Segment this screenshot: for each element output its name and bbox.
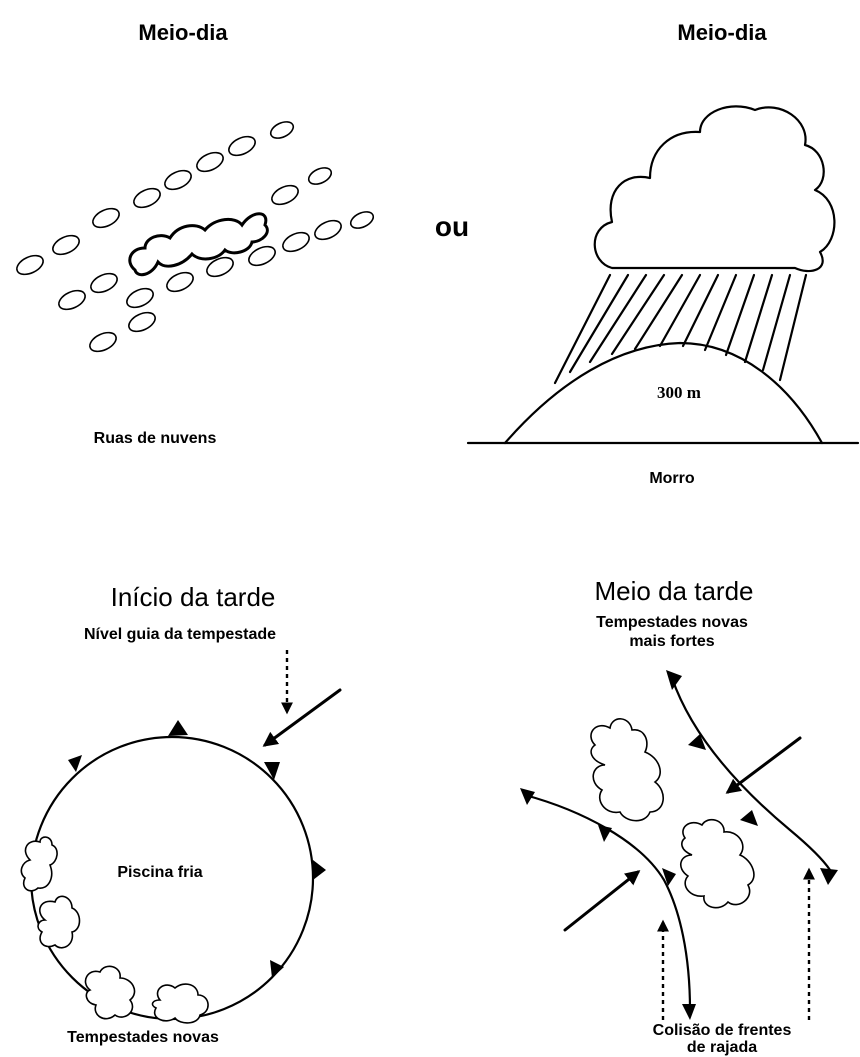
cloud-puff bbox=[314, 219, 342, 241]
cloud-puff bbox=[196, 151, 224, 173]
caption-cloud-streets: Ruas de nuvens bbox=[94, 430, 217, 447]
cloud-puff bbox=[269, 121, 295, 139]
panel-hill-storm: Meio-dia 300 m Morro bbox=[466, 20, 860, 487]
gust-front-left-barbs bbox=[520, 788, 696, 1020]
cloud-puff bbox=[307, 167, 333, 185]
or-connector: ou bbox=[435, 211, 469, 242]
cloud-puff bbox=[126, 287, 154, 309]
panel-cloud-streets: Meio-dia bbox=[16, 20, 375, 447]
gust-front-barbs bbox=[68, 720, 326, 978]
cold-pool-label: Piscina fria bbox=[117, 864, 202, 881]
gust-front-right bbox=[670, 676, 832, 872]
cloud-puff bbox=[92, 207, 120, 229]
cloud-puff bbox=[128, 311, 156, 333]
cloud-puff bbox=[282, 231, 310, 253]
hill bbox=[503, 341, 824, 445]
caption-hill: Morro bbox=[649, 470, 695, 487]
collision-label-line1: Colisão de frentes bbox=[653, 1022, 792, 1039]
cloud-puff bbox=[349, 211, 375, 229]
storm-cloud-right bbox=[680, 818, 755, 909]
storm-steering-level-label: Nível guia da tempestade bbox=[84, 626, 276, 643]
cloud-puff bbox=[89, 331, 117, 353]
cloud-puff bbox=[271, 184, 299, 206]
collision-label-line2: de rajada bbox=[687, 1039, 757, 1056]
storm-cloud-small bbox=[151, 983, 209, 1024]
storm-cloud-small bbox=[84, 965, 136, 1020]
panel-title-noon-left: Meio-dia bbox=[138, 20, 228, 45]
panel-cold-pool: Início da tarde Nível guia da tempestade… bbox=[20, 582, 342, 1046]
cloud-puff bbox=[166, 271, 194, 293]
storm-cloud-left bbox=[590, 718, 664, 822]
panel-title-early-afternoon: Início da tarde bbox=[111, 582, 276, 612]
gust-front-left bbox=[523, 793, 692, 1012]
storm-cloud-small bbox=[37, 895, 81, 949]
cloud-puff bbox=[16, 254, 44, 276]
cloud-puff bbox=[58, 289, 86, 311]
cloud-puff bbox=[52, 234, 80, 256]
storm-cloud-small bbox=[20, 836, 58, 892]
cloud-puff bbox=[228, 135, 256, 157]
cloud-puff bbox=[206, 256, 234, 278]
new-storm-clouds bbox=[20, 836, 209, 1024]
hill-height-label: 300 m bbox=[657, 383, 701, 402]
cloud-puff bbox=[248, 245, 276, 267]
stronger-storms-label-line2: mais fortes bbox=[629, 633, 714, 650]
inflow-arrow-right bbox=[725, 736, 802, 794]
rain-shafts bbox=[553, 273, 808, 385]
stronger-storms-label-line1: Tempestades novas bbox=[596, 614, 748, 631]
storm-cloud bbox=[593, 105, 836, 273]
steering-wind-arrow bbox=[262, 688, 342, 747]
panel-title-noon-right: Meio-dia bbox=[677, 20, 767, 45]
small-clouds bbox=[16, 121, 375, 353]
panel-gust-front-collision: Meio da tarde Tempestades novas mais for… bbox=[520, 576, 838, 1056]
cloud-puff bbox=[90, 272, 118, 294]
caption-new-storms: Tempestades novas bbox=[67, 1029, 219, 1046]
cloud-puff bbox=[164, 169, 192, 191]
gust-front-right-barbs bbox=[666, 670, 838, 885]
cloud-puff bbox=[133, 187, 161, 209]
panel-title-mid-afternoon: Meio da tarde bbox=[595, 576, 754, 606]
large-cloud bbox=[128, 212, 269, 277]
inflow-arrow-left bbox=[563, 870, 641, 932]
